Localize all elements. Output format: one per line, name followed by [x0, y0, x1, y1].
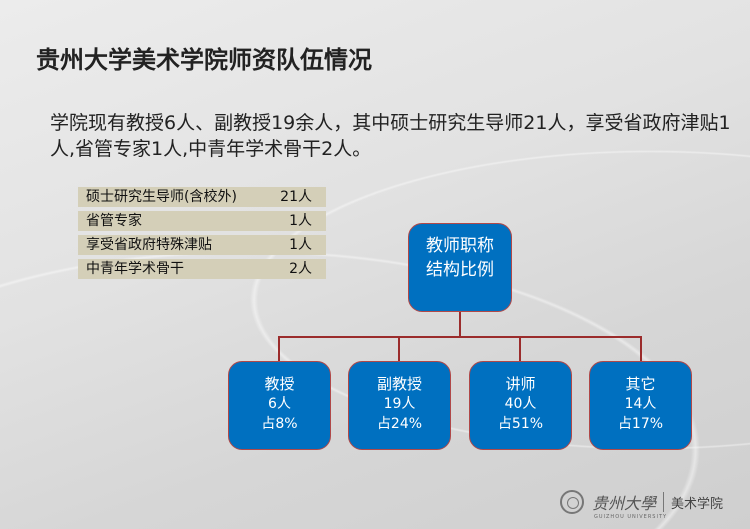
org-root-box: 教师职称 结构比例 [408, 223, 512, 312]
org-box-professor: 教授 6人 占8% [228, 361, 331, 450]
row-label: 中青年学术骨干 [86, 261, 184, 277]
row-label: 享受省政府特殊津贴 [86, 237, 212, 253]
table-row: 省管专家 1人 [78, 211, 326, 231]
root-line1: 教师职称 [426, 236, 494, 256]
box-title: 副教授 [376, 375, 422, 393]
row-value: 1人 [289, 213, 312, 229]
row-value: 2人 [289, 261, 312, 277]
stats-table: 硕士研究生导师(含校外) 21人 省管专家 1人 享受省政府特殊津贴 1人 中青年学术… [78, 187, 326, 283]
row-value: 21人 [280, 189, 312, 205]
box-count: 40人 [504, 396, 537, 412]
box-count: 14人 [624, 396, 657, 412]
connector-line [278, 336, 280, 361]
box-percent: 占51% [497, 416, 544, 432]
university-name-en: GUIZHOU UNIVERSITY [594, 514, 668, 520]
box-count: 19人 [383, 396, 416, 412]
row-value: 1人 [289, 237, 312, 253]
school-name: 美术学院 [671, 496, 724, 512]
org-box-associate-professor: 副教授 19人 占24% [348, 361, 451, 450]
connector-line [640, 336, 642, 361]
box-title: 教授 [264, 375, 295, 393]
connector-line [459, 312, 461, 338]
connector-line [519, 336, 521, 361]
box-percent: 占8% [261, 416, 298, 432]
box-title: 讲师 [505, 375, 536, 393]
logo-divider [663, 492, 665, 512]
intro-text: 学院现有教授6人、副教授19余人，其中硕士研究生导师21人，享受省政府津贴1人,… [50, 112, 731, 160]
table-row: 享受省政府特殊津贴 1人 [78, 235, 326, 255]
university-seal-icon [560, 490, 584, 514]
box-count: 6人 [268, 396, 291, 412]
table-row: 中青年学术骨干 2人 [78, 259, 326, 279]
connector-line [398, 336, 400, 361]
box-percent: 占17% [617, 416, 664, 432]
connector-line [278, 336, 642, 338]
box-title: 其它 [625, 375, 656, 393]
root-line2: 结构比例 [426, 260, 494, 280]
row-label: 硕士研究生导师(含校外) [86, 189, 237, 205]
table-row: 硕士研究生导师(含校外) 21人 [78, 187, 326, 207]
box-percent: 占24% [376, 416, 423, 432]
slide-title: 贵州大学美术学院师资队伍情况 [36, 46, 372, 74]
org-box-lecturer: 讲师 40人 占51% [469, 361, 572, 450]
university-logo: 贵州大學 GUIZHOU UNIVERSITY 美术学院 [560, 490, 740, 520]
university-name: 贵州大學 [592, 494, 657, 513]
org-box-other: 其它 14人 占17% [589, 361, 692, 450]
row-label: 省管专家 [86, 213, 142, 229]
